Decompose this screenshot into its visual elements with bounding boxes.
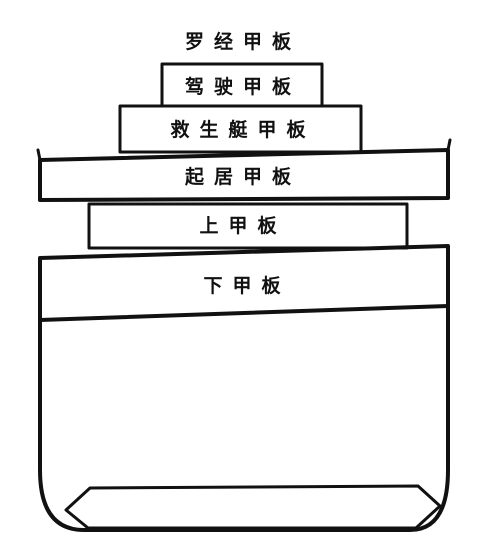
poop-deck-box <box>38 148 450 202</box>
poop-deck-left-end <box>36 148 42 162</box>
lower-deck-line <box>38 304 450 322</box>
boat-deck-label: 救生艇甲板 <box>170 118 315 141</box>
upper-deck-box <box>87 202 409 250</box>
double-bottom <box>64 484 442 530</box>
poop-deck-label: 起居甲板 <box>184 165 301 188</box>
hull-outline <box>38 244 450 532</box>
bridge-deck-label: 驾驶甲板 <box>185 75 301 98</box>
boat-deck-box <box>118 104 363 154</box>
poop-deck-right-end <box>446 138 452 152</box>
lower-deck-label: 下甲板 <box>203 274 290 297</box>
compass-deck-label: 罗经甲板 <box>185 30 301 53</box>
upper-deck-label: 上甲板 <box>199 214 286 237</box>
